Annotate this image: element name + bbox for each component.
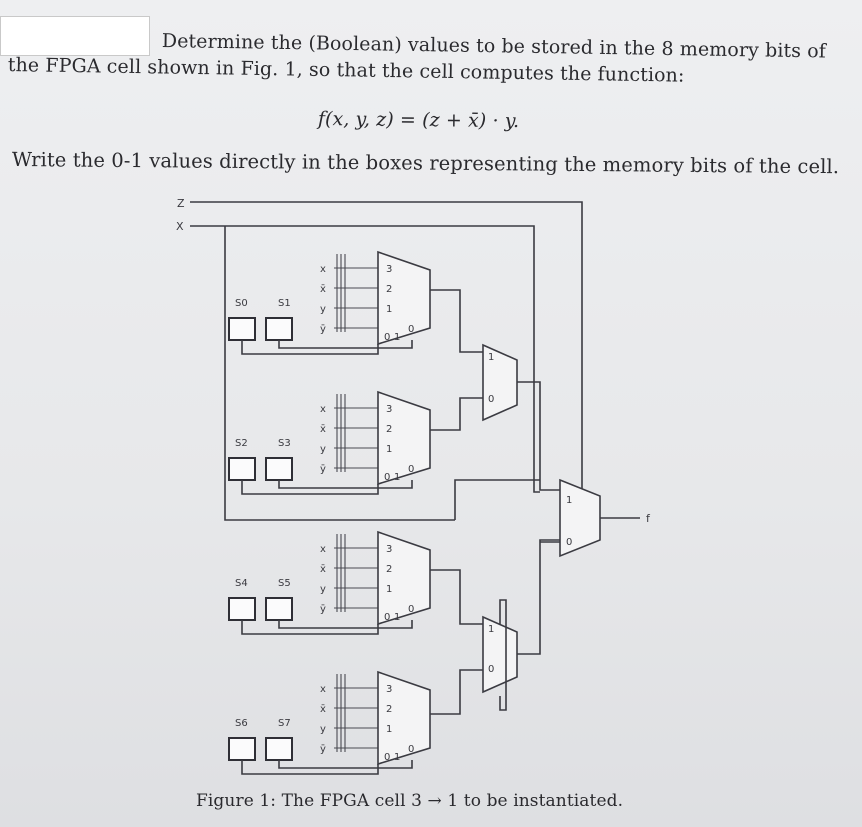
mux-input-label: y: [320, 444, 326, 455]
mux-input-label: y: [320, 584, 326, 595]
mux4-select-label: 1: [394, 752, 400, 763]
memory-bit-box[interactable]: [228, 317, 256, 341]
mux-input-label: ȳ: [320, 464, 326, 475]
mux4: [377, 390, 431, 486]
mux2-output-in0: 0: [566, 537, 572, 548]
memory-bit-box[interactable]: [228, 597, 256, 621]
memory-bit-label: S1: [278, 298, 291, 309]
mux-input-label: x: [320, 544, 326, 555]
mux2-bottom: 1 0: [430, 539, 560, 715]
mux-input-label: x̄: [320, 424, 326, 435]
mux4-data-label: 3: [386, 404, 392, 415]
mux4-select-label: 1: [394, 472, 400, 483]
memory-bit-box[interactable]: [265, 457, 293, 481]
memory-bit-label: S5: [278, 578, 291, 589]
mux-input-label: y: [320, 304, 326, 315]
mux-input-label: ȳ: [320, 324, 326, 335]
mux2-top-in0: 0: [488, 394, 494, 405]
mux4-data-label: 2: [386, 564, 392, 575]
figure-caption: Figure 1: The FPGA cell 3 → 1 to be inst…: [196, 791, 624, 811]
mux4-data-label: 3: [386, 544, 392, 555]
mux2-bottom-in1: 1: [488, 624, 494, 635]
mux4-data-label: 1: [386, 444, 392, 455]
mux4-data-label: 1: [386, 724, 392, 735]
mux4-select-label: 0: [384, 752, 390, 763]
mux4-data-label: 1: [386, 584, 392, 595]
input-z-label: Z: [177, 197, 185, 210]
mux-input-label: x: [320, 264, 326, 275]
mux-input-label: ȳ: [320, 604, 326, 615]
mux-input-label: x: [320, 684, 326, 695]
memory-bit-label: S6: [235, 718, 248, 729]
z-wire: [190, 201, 583, 543]
mux4-data-label: 3: [386, 264, 392, 275]
x-enclosure-wire: [224, 226, 455, 521]
mux-input-label: y: [320, 724, 326, 735]
mux4-select-label: 1: [394, 612, 400, 623]
memory-bit-label: S0: [235, 298, 248, 309]
mux4: [377, 670, 431, 766]
mux4-select-label: 0: [408, 324, 414, 335]
output-f-label: f: [646, 512, 651, 525]
mux-input-label: ȳ: [320, 744, 326, 755]
memory-bit-label: S3: [278, 438, 291, 449]
memory-bit-label: S4: [235, 578, 248, 589]
mux4-select-label: 0: [384, 472, 390, 483]
mux-input-label: x̄: [320, 564, 326, 575]
mux2-output-in1: 1: [566, 495, 572, 506]
mux4-data-label: 2: [386, 284, 392, 295]
mux4-select-label: 0: [384, 332, 390, 343]
x-wire: [190, 225, 540, 493]
memory-bit-box[interactable]: [265, 737, 293, 761]
mux4-select-label: 0: [384, 612, 390, 623]
mux4-select-label: 1: [394, 332, 400, 343]
memory-bit-box[interactable]: [265, 597, 293, 621]
mux2-top: 1 0: [430, 289, 560, 491]
memory-bit-box[interactable]: [265, 317, 293, 341]
sel-wire-top: [454, 479, 540, 520]
mux4-data-label: 3: [386, 684, 392, 695]
mux-input-label: x: [320, 404, 326, 415]
mux4-data-label: 2: [386, 424, 392, 435]
mux4-select-label: 0: [408, 744, 414, 755]
mux2-output: 1 0 f: [559, 478, 651, 558]
memory-bit-box[interactable]: [228, 457, 256, 481]
mux4: [377, 530, 431, 626]
input-x-label: X: [176, 220, 184, 233]
mux4-select-label: 0: [408, 464, 414, 475]
mux-input-label: x̄: [320, 284, 326, 295]
mux4: [377, 250, 431, 346]
memory-bit-box[interactable]: [228, 737, 256, 761]
memory-bit-label: S2: [235, 438, 248, 449]
mux2-top-in1: 1: [488, 352, 494, 363]
mux4-select-label: 0: [408, 604, 414, 615]
mux4-data-label: 2: [386, 704, 392, 715]
memory-bit-label: S7: [278, 718, 291, 729]
mux-input-label: x̄: [320, 704, 326, 715]
redacted-box: [0, 16, 150, 56]
mux2-bottom-in0: 0: [488, 664, 494, 675]
mux4-data-label: 1: [386, 304, 392, 315]
